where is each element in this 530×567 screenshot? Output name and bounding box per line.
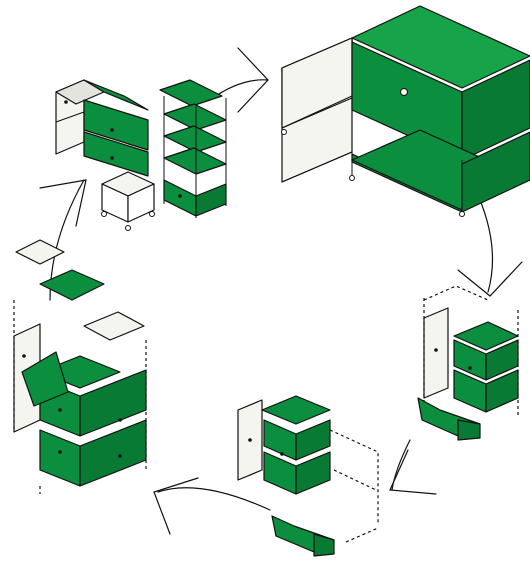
arrow-to-tower-head xyxy=(457,261,523,297)
loose-panel-green xyxy=(39,269,105,301)
stage-wide-shelf xyxy=(13,239,147,494)
tall-tower xyxy=(159,79,227,218)
loose-panel-white xyxy=(15,239,65,265)
arrow-to-small-head xyxy=(39,179,87,227)
arrow-to-tower xyxy=(479,199,494,293)
arrow-to-medium xyxy=(391,439,411,491)
stage-small-units xyxy=(55,79,227,231)
arrow-to-wide-head xyxy=(153,477,199,535)
loose-panel-white xyxy=(83,311,145,341)
stage-sideboard xyxy=(281,5,530,217)
arrow-to-medium-head xyxy=(389,449,437,495)
lock-icon xyxy=(400,88,408,96)
lowboard xyxy=(55,79,149,177)
stage-medium-shelf xyxy=(237,395,379,557)
arrow-to-sideboard-head xyxy=(237,47,269,113)
cycle-arrows xyxy=(39,47,523,535)
arrow-to-wide xyxy=(157,487,271,511)
cart xyxy=(101,171,155,231)
stage-narrow-tower xyxy=(417,285,519,441)
